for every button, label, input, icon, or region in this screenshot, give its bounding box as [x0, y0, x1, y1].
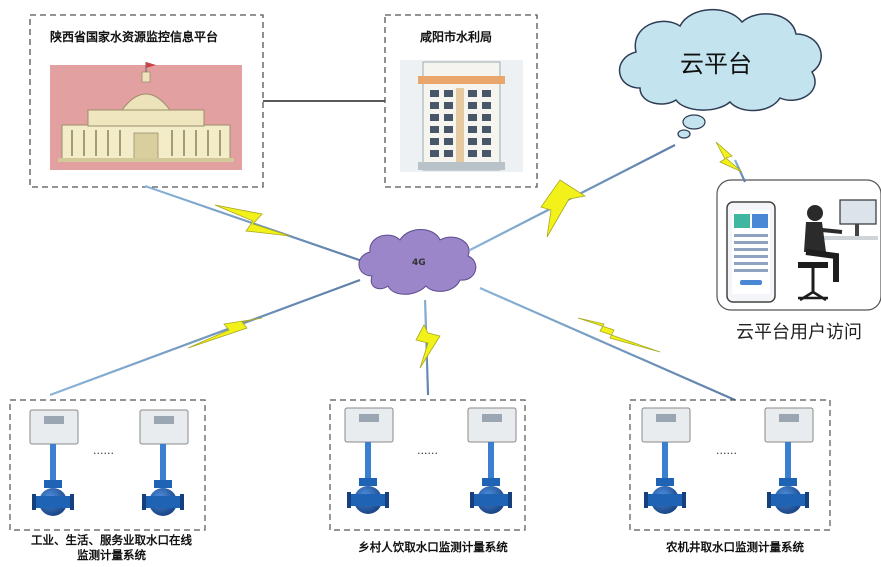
ellipsis: ......	[93, 444, 114, 457]
lightning-bolt-icon	[540, 179, 587, 238]
system-box-rural	[329, 399, 526, 531]
flow-meter-icon	[767, 478, 809, 514]
system-title-line1: 工业、生活、服务业取水口在线	[31, 533, 192, 547]
cloud-platform-label: 云平台	[680, 50, 752, 78]
meter-unit	[344, 407, 394, 514]
meter-unit	[467, 407, 517, 514]
network-label: 4G	[412, 258, 426, 268]
flow-meter-icon	[644, 478, 686, 514]
system-title-line1: 农机井取水口监测计量系统	[666, 540, 804, 554]
lightning-bolt-icon	[415, 324, 441, 369]
system-title-industrial: 工业、生活、服务业取水口在线 监测计量系统	[14, 533, 209, 563]
city-bureau-title: 咸阳市水利局	[420, 30, 493, 44]
meter-units	[29, 407, 814, 516]
cloud-platform-icon	[618, 9, 822, 139]
system-title-line1: 乡村人饮取水口监测计量系统	[358, 540, 508, 554]
flow-meter-icon	[32, 480, 74, 516]
water-meter-icon	[467, 407, 517, 443]
lightning-bolt-icon	[715, 141, 743, 173]
lightning-bolt-icon	[214, 204, 291, 237]
ellipsis: ......	[716, 444, 737, 457]
flow-meter-icon	[142, 480, 184, 516]
system-box-wells	[629, 399, 831, 531]
water-meter-icon	[139, 409, 189, 445]
meter-unit	[764, 407, 814, 514]
provincial-platform-title: 陕西省国家水资源监控信息平台	[50, 30, 219, 44]
city-bureau-box	[384, 14, 538, 188]
water-meter-icon	[29, 409, 79, 445]
meter-unit	[641, 407, 691, 514]
government-building-icon	[50, 62, 242, 170]
system-title-rural: 乡村人饮取水口监测计量系统	[328, 540, 538, 555]
water-meter-icon	[764, 407, 814, 443]
water-meter-icon	[641, 407, 691, 443]
system-box-industrial	[9, 399, 206, 531]
flow-meter-icon	[470, 478, 512, 514]
ellipsis: ......	[417, 444, 438, 457]
office-worker-icon	[798, 199, 878, 302]
lightning-bolts	[187, 141, 743, 369]
meter-unit	[29, 409, 79, 516]
lightning-bolt-icon	[187, 317, 263, 349]
water-meter-icon	[344, 407, 394, 443]
system-title-line2: 监测计量系统	[77, 548, 146, 562]
network-cloud-icon	[358, 229, 477, 295]
meter-unit	[139, 409, 189, 516]
lightning-bolt-icon	[577, 317, 661, 353]
office-building-icon	[400, 60, 523, 172]
flow-meter-icon	[347, 478, 389, 514]
cloud-user-label: 云平台用户访问	[736, 322, 862, 343]
system-title-wells: 农机井取水口监测计量系统	[630, 540, 840, 555]
phone-app-icon	[726, 201, 776, 303]
